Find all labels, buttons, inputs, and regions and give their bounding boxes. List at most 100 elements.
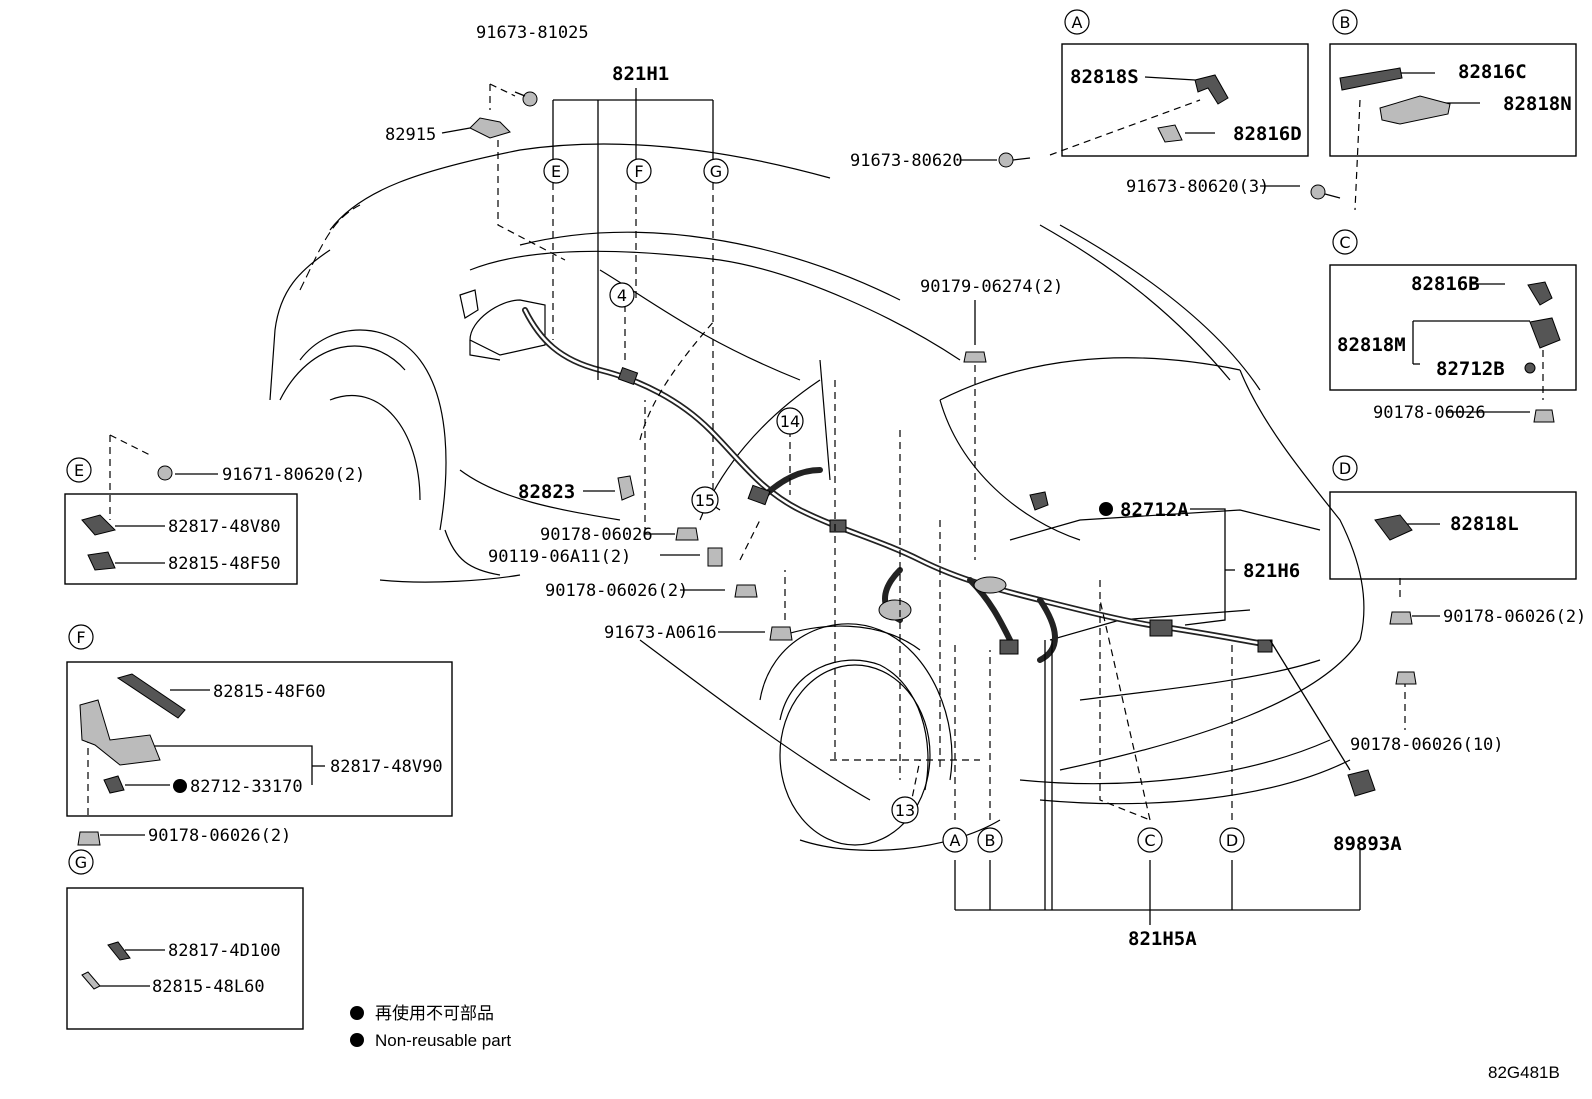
protector-icon bbox=[116, 673, 186, 719]
label-90178-06026-2-d: 90178-06026(2) bbox=[1443, 607, 1586, 627]
label-90178-06026: 90178-06026 bbox=[540, 525, 653, 545]
label-82815-48F60: 82815-48F60 bbox=[213, 682, 326, 702]
callout-b: B bbox=[1340, 13, 1351, 32]
clamp-icon bbox=[1374, 514, 1413, 541]
callout-c-main: C bbox=[1144, 831, 1155, 850]
bolt-icon bbox=[522, 91, 538, 107]
clip-icon bbox=[103, 775, 125, 794]
callout-15: 15 bbox=[695, 491, 715, 510]
label-82915: 82915 bbox=[385, 125, 436, 145]
label-82815-48L60: 82815-48L60 bbox=[152, 977, 265, 997]
bracket-icon bbox=[79, 699, 161, 766]
label-91673-A0616: 91673-A0616 bbox=[604, 623, 717, 643]
diagram-code: 82G481B bbox=[1488, 1063, 1560, 1082]
label-82816C: 82816C bbox=[1458, 61, 1527, 83]
screw-icon bbox=[1310, 184, 1326, 200]
callout-4: 4 bbox=[617, 286, 627, 305]
label-91673-80620-3: 91673-80620(3) bbox=[1126, 177, 1269, 197]
clip-icon bbox=[617, 475, 635, 501]
clamp-icon bbox=[1379, 95, 1451, 125]
label-90119-06A11-2: 90119-06A11(2) bbox=[488, 547, 631, 567]
detail-box-f bbox=[66, 661, 453, 817]
label-90178-06026-10: 90178-06026(10) bbox=[1350, 735, 1504, 755]
label-90178-06026-c: 90178-06026 bbox=[1373, 403, 1486, 423]
label-82712A: 82712A bbox=[1120, 499, 1189, 521]
label-82818N: 82818N bbox=[1503, 93, 1572, 115]
clip-icon bbox=[1157, 124, 1183, 143]
label-82818M: 82818M bbox=[1337, 334, 1406, 356]
bracket-icon bbox=[469, 117, 511, 139]
protector-icon bbox=[87, 551, 116, 571]
callout-f: F bbox=[76, 628, 85, 647]
screw-icon bbox=[998, 152, 1014, 168]
label-90178-06026-2: 90178-06026(2) bbox=[545, 581, 688, 601]
label-91671-80620-2: 91671-80620(2) bbox=[222, 465, 365, 485]
clamp-icon bbox=[107, 941, 131, 961]
clip-icon bbox=[1527, 281, 1553, 306]
callout-14: 14 bbox=[780, 412, 800, 431]
label-82817-4D100: 82817-4D100 bbox=[168, 941, 281, 961]
label-82816D: 82816D bbox=[1233, 123, 1302, 145]
part-labels: 91673-81025 82915 821H1 91673-80620 8281… bbox=[148, 23, 1586, 997]
label-91673-81025: 91673-81025 bbox=[476, 23, 589, 43]
clamp-icon bbox=[1194, 74, 1229, 105]
callout-e: E bbox=[74, 461, 84, 480]
nut-icon bbox=[769, 626, 793, 641]
label-821H6: 821H6 bbox=[1243, 560, 1300, 582]
label-89893A: 89893A bbox=[1333, 833, 1402, 855]
fasteners bbox=[77, 91, 1555, 846]
label-82816B: 82816B bbox=[1411, 273, 1480, 295]
nut-icon bbox=[1533, 409, 1555, 423]
label-82817-48V80: 82817-48V80 bbox=[168, 517, 281, 537]
nut-icon bbox=[675, 527, 699, 541]
non-reusable-dot-icon bbox=[350, 1033, 364, 1047]
label-82818L: 82818L bbox=[1450, 513, 1519, 535]
label-82712B: 82712B bbox=[1436, 358, 1505, 380]
screw-icon bbox=[157, 465, 173, 481]
callout-a: A bbox=[1072, 13, 1083, 32]
detail-box-a bbox=[1061, 43, 1309, 157]
detail-box-d bbox=[1329, 491, 1577, 580]
detail-box-b bbox=[1329, 43, 1577, 157]
nut-icon bbox=[1395, 671, 1417, 685]
label-82817-48V90: 82817-48V90 bbox=[330, 757, 443, 777]
leader-lines bbox=[87, 72, 1544, 987]
label-82712-33170: 82712-33170 bbox=[190, 777, 303, 797]
callout-d: D bbox=[1339, 459, 1351, 478]
label-90178-06026-2-f: 90178-06026(2) bbox=[148, 826, 291, 846]
clamp-icon bbox=[1529, 317, 1561, 349]
legend: 再使用不可部品 Non-reusable part bbox=[350, 1003, 511, 1050]
vehicle-outline bbox=[269, 143, 1365, 851]
detail-box-g bbox=[66, 887, 304, 1030]
callout-f-main: F bbox=[634, 162, 643, 181]
label-91673-80620: 91673-80620 bbox=[850, 151, 963, 171]
nut-icon bbox=[1389, 611, 1413, 625]
label-90179-06274-2: 90179-06274(2) bbox=[920, 277, 1063, 297]
non-reusable-dot-icon bbox=[173, 779, 187, 793]
clip-icon bbox=[1524, 362, 1536, 374]
callout-a-main: A bbox=[950, 831, 961, 850]
legend-jp: 再使用不可部品 bbox=[375, 1003, 494, 1023]
callout-13: 13 bbox=[895, 801, 915, 820]
callout-letters: A B C D E F G E F G A B C D 4 14 15 13 bbox=[66, 9, 1358, 875]
bolt-icon bbox=[707, 547, 723, 567]
detail-box-e bbox=[64, 493, 298, 585]
detail-box-c bbox=[1329, 264, 1577, 391]
clamp-icon bbox=[81, 514, 116, 536]
nut-icon bbox=[77, 831, 101, 846]
protector-icon bbox=[81, 971, 101, 990]
callout-b-main: B bbox=[985, 831, 996, 850]
nut-icon bbox=[963, 351, 987, 363]
callout-d-main: D bbox=[1226, 831, 1238, 850]
non-reusable-dot-icon bbox=[1099, 502, 1113, 516]
non-reusable-dot-icon bbox=[350, 1006, 364, 1020]
label-82823: 82823 bbox=[518, 481, 575, 503]
wire-harness bbox=[522, 307, 1273, 663]
label-821H5A: 821H5A bbox=[1128, 928, 1197, 950]
callout-e-main: E bbox=[551, 162, 561, 181]
callout-g-main: G bbox=[710, 162, 722, 181]
nut-icon bbox=[734, 584, 758, 598]
label-82815-48F50: 82815-48F50 bbox=[168, 554, 281, 574]
label-821H1: 821H1 bbox=[612, 63, 669, 85]
